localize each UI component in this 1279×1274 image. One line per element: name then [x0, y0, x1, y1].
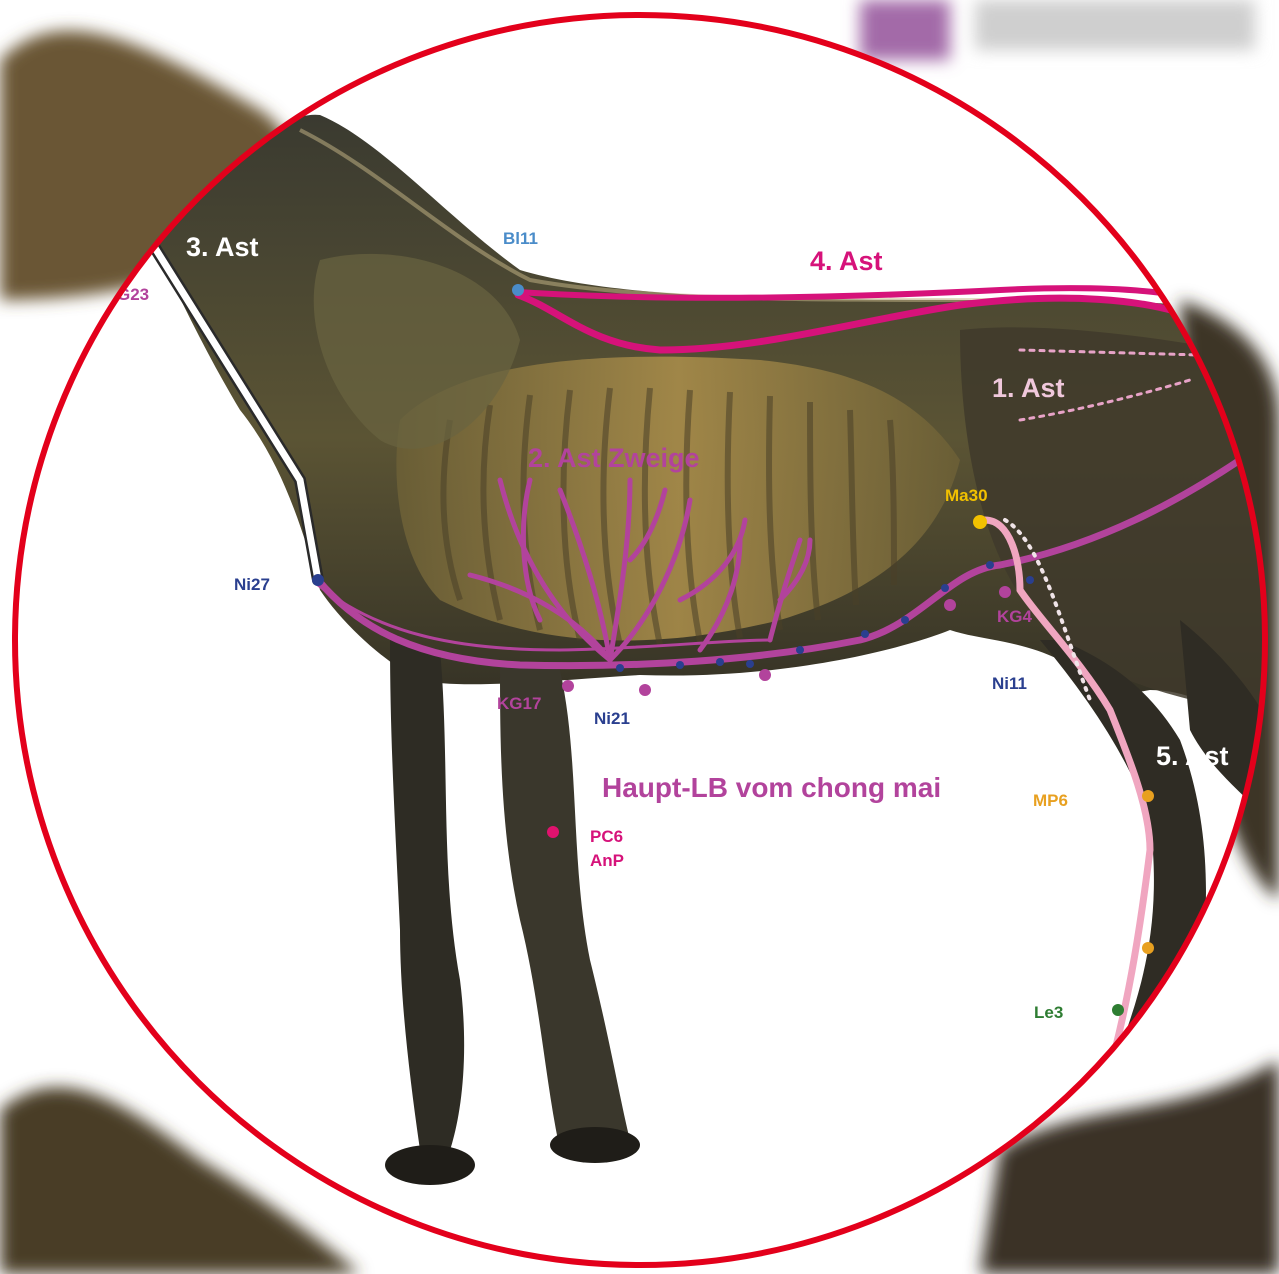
point-kg4-dot: [999, 586, 1011, 598]
label-ast4: 4. Ast: [810, 246, 883, 276]
point-kg17-dot: [562, 680, 574, 692]
label-bl11: Bl11: [503, 229, 538, 248]
label-pc6: PC6: [590, 827, 623, 846]
label-ast5: 5. Ast: [1156, 741, 1229, 771]
point-extra2-dot: [944, 599, 956, 611]
label-kg4: KG4: [997, 607, 1033, 626]
label-ast1: 1. Ast: [992, 373, 1065, 403]
point-ni27-dot: [312, 574, 324, 586]
label-ast2: 2. Ast Zweige: [528, 443, 700, 473]
label-ma30: Ma30: [945, 486, 988, 505]
label-kg17: KG17: [497, 694, 541, 713]
label-main: Haupt-LB vom chong mai: [602, 772, 941, 803]
point-bl11-dot: [512, 284, 524, 296]
label-ni11: Ni11: [992, 674, 1027, 693]
point-ma30-dot: [973, 515, 987, 529]
point-mp6-dot: [1142, 790, 1154, 802]
label-ni21: Ni21: [594, 709, 630, 728]
point-pc6-dot: [547, 826, 559, 838]
label-mp6: MP6: [1033, 791, 1068, 810]
point-sp-dot: [1142, 942, 1154, 954]
label-anp: AnP: [590, 851, 624, 870]
label-ast3: 3. Ast: [186, 232, 259, 262]
label-ni27: Ni27: [234, 575, 270, 594]
point-le3-dot: [1112, 1004, 1124, 1016]
point-extra-dot: [759, 669, 771, 681]
label-le3: Le3: [1034, 1003, 1063, 1022]
point-ni21-dot: [639, 684, 651, 696]
